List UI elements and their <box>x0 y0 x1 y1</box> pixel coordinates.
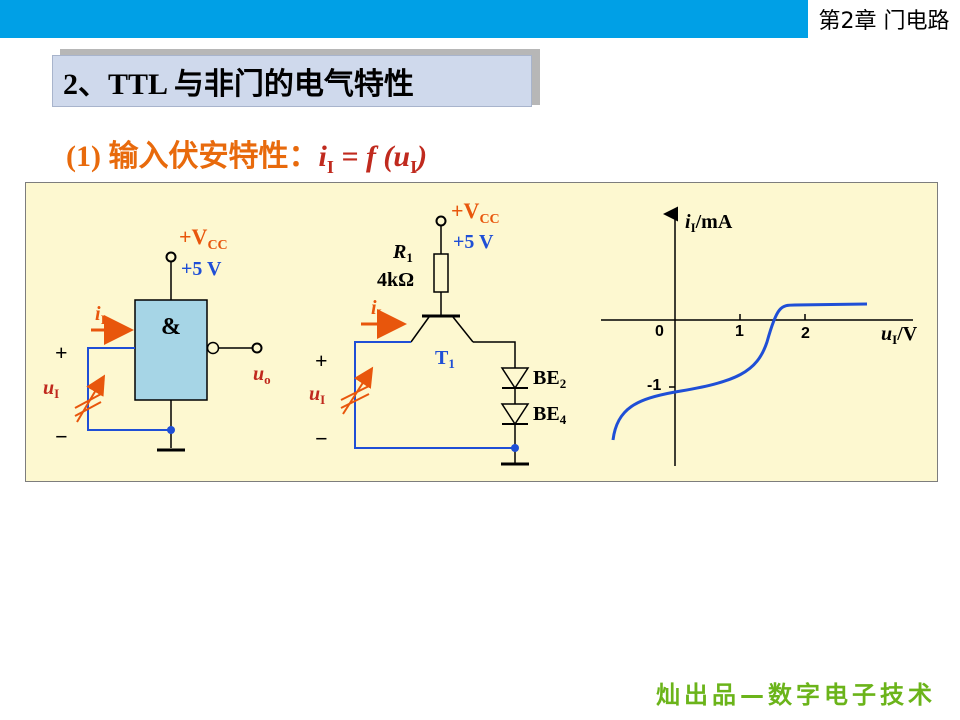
current2-label: iI <box>371 297 382 321</box>
diagram-svg: & uo +VCC +5 V iI + − uI +VCC +5 V <box>43 198 918 466</box>
diode1-label: BE2 <box>533 367 566 391</box>
x-axis-label: uI/V <box>881 323 918 347</box>
diode-be2 <box>500 367 530 390</box>
section-subtitle: (1) 输入伏安特性：iI = f (uI) <box>66 131 427 178</box>
chapter-label: 第2章 门电路 <box>806 0 960 38</box>
variable2-arrow <box>342 366 374 415</box>
vcc2-value: +5 V <box>453 231 494 253</box>
input2-label: uI <box>309 383 325 407</box>
source2-plate-bottom <box>340 393 370 409</box>
output-label: uo <box>253 363 271 387</box>
y-tick-neg1: -1 <box>647 377 661 394</box>
nand-gate <box>134 299 208 401</box>
plus2-sign: + <box>315 348 328 373</box>
minus2-sign: − <box>315 426 328 451</box>
inversion-bubble <box>206 341 220 355</box>
x-tick-1: 1 <box>735 323 744 340</box>
transistor-collector <box>452 316 474 343</box>
output-terminal <box>251 342 263 354</box>
formula-close: ) <box>417 140 428 173</box>
vcc2-terminal <box>435 215 447 227</box>
resistor-label: R1 <box>392 241 413 265</box>
current-label: iI <box>95 303 106 327</box>
source-plate-bottom <box>74 401 102 417</box>
vcc-terminal <box>165 251 177 263</box>
nand-circuit: & uo +VCC +5 V iI + − uI <box>43 224 271 452</box>
iv-curve <box>611 302 868 441</box>
x-tick-0: 0 <box>655 323 664 340</box>
formula-eq: = f ( <box>333 140 394 173</box>
vcc-label: +VCC <box>179 224 228 253</box>
transistor-circuit: +VCC +5 V R1 4kΩ T1 BE2 BE4 iI + − <box>309 198 567 466</box>
formula-i-sub: I <box>326 157 334 177</box>
formula-u-sub: I <box>410 157 418 177</box>
formula-i: i <box>318 140 327 173</box>
resistor-r1 <box>433 253 449 293</box>
transistor-label: T1 <box>435 347 455 371</box>
junction-dot <box>167 426 175 434</box>
slide-title: 2、TTL 与非门的电气特性 <box>52 55 532 107</box>
variable-arrow <box>76 374 106 423</box>
gate-symbol: & <box>161 314 181 340</box>
formula-u: u <box>393 140 411 173</box>
diode2-label: BE4 <box>533 403 567 427</box>
diode-be4 <box>500 403 530 426</box>
plus-sign: + <box>55 340 68 365</box>
vcc2-label: +VCC <box>451 198 500 227</box>
top-bar <box>0 0 960 38</box>
junction2-dot <box>511 444 519 452</box>
footer-credit: 灿出品—数字电子技术 <box>656 681 936 709</box>
subtitle-label: (1) 输入伏安特性： <box>66 140 319 173</box>
y-axis-label: iI/mA <box>685 211 733 235</box>
input-label: uI <box>43 377 59 401</box>
transistor-emitter <box>410 316 430 343</box>
collector-wire <box>473 341 516 368</box>
resistor-value: 4kΩ <box>377 269 414 291</box>
x-tick-2: 2 <box>801 325 810 342</box>
minus-sign: − <box>55 424 68 449</box>
iv-graph: iI/mA uI/V 0 1 2 -1 <box>601 206 918 466</box>
vcc-value: +5 V <box>181 258 222 280</box>
